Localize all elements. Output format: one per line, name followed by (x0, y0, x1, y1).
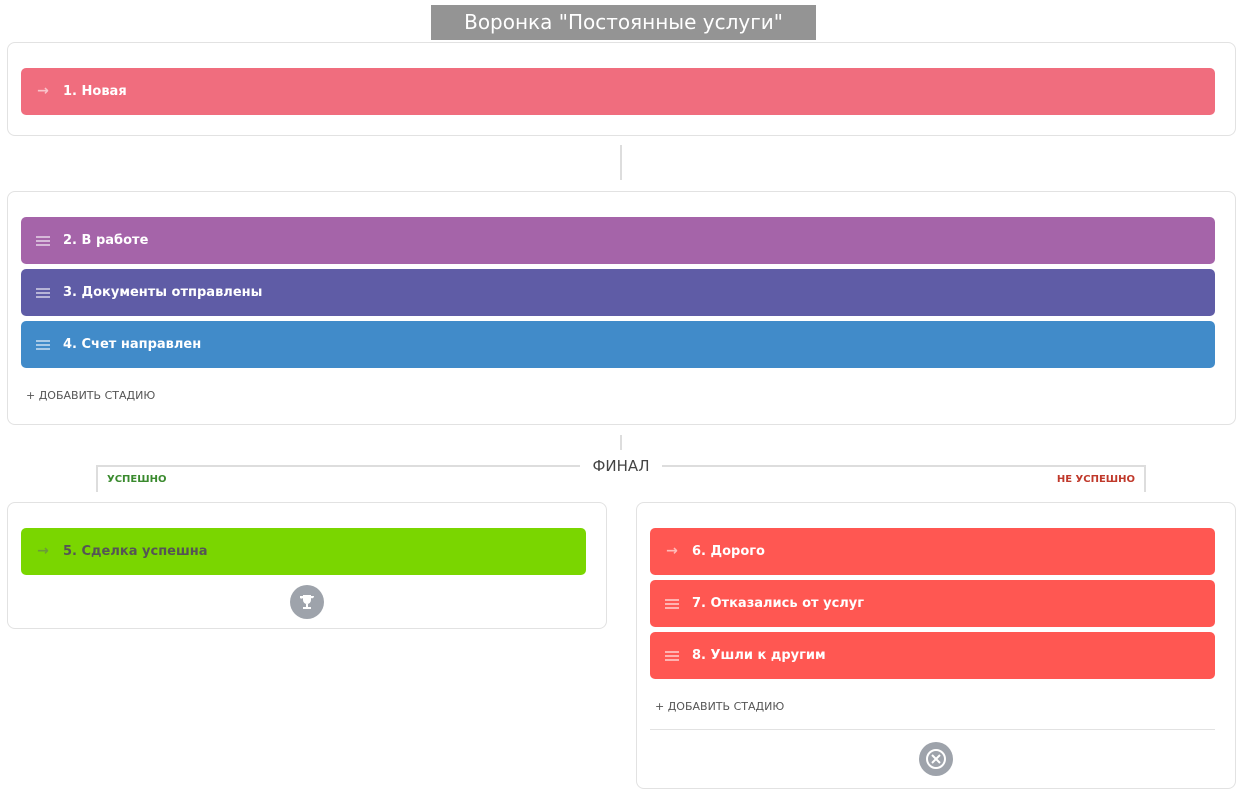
add-stage-button[interactable]: + ДОБАВИТЬ СТАДИЮ (26, 389, 156, 402)
stage-label: 1. Новая (63, 84, 127, 99)
drag-handle-icon[interactable] (35, 287, 51, 298)
stage-new[interactable]: → 1. Новая (21, 68, 1215, 115)
stage-documents-sent[interactable]: 3. Документы отправлены (21, 269, 1215, 316)
arrow-right-icon: → (37, 543, 49, 559)
stage-label: 6. Дорого (692, 544, 765, 559)
stage-label: 3. Документы отправлены (63, 285, 263, 300)
arrow-right-icon: → (37, 83, 49, 99)
stage-expensive[interactable]: → 6. Дорого (650, 528, 1215, 575)
stage-invoice-sent[interactable]: 4. Счет направлен (21, 321, 1215, 368)
drag-handle-icon[interactable] (664, 598, 680, 609)
trophy-icon (290, 585, 324, 619)
final-label: ФИНАЛ (580, 457, 662, 475)
close-circle-icon (919, 742, 953, 776)
success-label: УСПЕШНО (107, 474, 167, 485)
stage-label: 5. Сделка успешна (63, 544, 208, 559)
fail-label: НЕ УСПЕШНО (1056, 474, 1135, 485)
add-stage-button[interactable]: + ДОБАВИТЬ СТАДИЮ (655, 700, 785, 713)
stage-label: 4. Счет направлен (63, 337, 202, 352)
connector-line (620, 145, 622, 180)
arrow-right-icon: → (666, 543, 678, 559)
stage-deal-success[interactable]: → 5. Сделка успешна (21, 528, 586, 575)
divider (650, 729, 1215, 730)
drag-handle-icon[interactable] (35, 235, 51, 246)
stage-went-to-others[interactable]: 8. Ушли к другим (650, 632, 1215, 679)
drag-handle-icon[interactable] (35, 339, 51, 350)
stage-refused[interactable]: 7. Отказались от услуг (650, 580, 1215, 627)
stage-label: 2. В работе (63, 233, 149, 248)
funnel-title: Воронка "Постоянные услуги" (431, 5, 816, 40)
drag-handle-icon[interactable] (664, 650, 680, 661)
stage-label: 8. Ушли к другим (692, 648, 826, 663)
connector-line (620, 435, 622, 450)
stage-in-work[interactable]: 2. В работе (21, 217, 1215, 264)
stage-label: 7. Отказались от услуг (692, 596, 865, 611)
